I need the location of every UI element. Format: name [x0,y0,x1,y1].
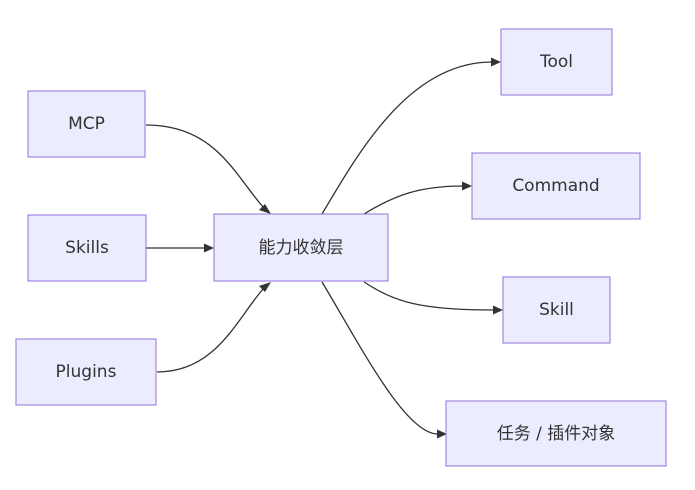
arrowhead-hub-to-tool [491,57,501,67]
node-skill-label: Skill [539,300,574,320]
edge-hub-to-command [363,185,464,215]
node-plugins-label: Plugins [56,362,117,382]
node-mcp-label: MCP [68,114,105,134]
node-hub-box [213,213,389,282]
node-command-label: Command [512,176,599,196]
arrowhead-mcp-to-hub [259,204,271,214]
node-task-label: 任务 / 插件对象 [497,424,616,444]
node-task[interactable]: 任务 / 插件对象 [445,400,667,467]
node-command[interactable]: Command [471,152,641,220]
edge-hub-to-skill [363,281,495,311]
arrowhead-plugins-to-hub [259,282,271,292]
arrowhead-hub-to-task [437,429,447,439]
node-skill[interactable]: Skill [502,276,611,344]
node-plugins[interactable]: Plugins [15,338,157,406]
node-tool[interactable]: Tool [500,28,613,96]
node-skills[interactable]: Skills [27,214,147,282]
arrowhead-hub-to-skill [493,305,503,315]
node-skills-label: Skills [65,238,109,258]
node-tool-box [500,28,613,96]
edge-hub-to-tool [321,61,493,215]
node-command-box [471,152,641,220]
node-mcp[interactable]: MCP [27,90,146,158]
node-hub-label: 能力收敛层 [259,238,344,258]
edges-layer [145,57,503,439]
arrowhead-skills-to-hub [204,243,214,253]
arrowhead-hub-to-command [462,181,472,191]
node-tool-label: Tool [539,52,573,72]
node-skill-box [502,276,611,344]
nodes-layer: MCP Skills Plugins 能力收敛层 Tool Command Sk… [15,28,667,467]
edge-hub-to-task [321,281,439,435]
edge-plugins-to-hub [156,288,264,373]
edge-mcp-to-hub [145,124,264,208]
node-plugins-box [15,338,157,406]
node-hub[interactable]: 能力收敛层 [213,213,389,282]
node-task-box [445,400,667,467]
node-mcp-box [27,90,146,158]
node-skills-box [27,214,147,282]
